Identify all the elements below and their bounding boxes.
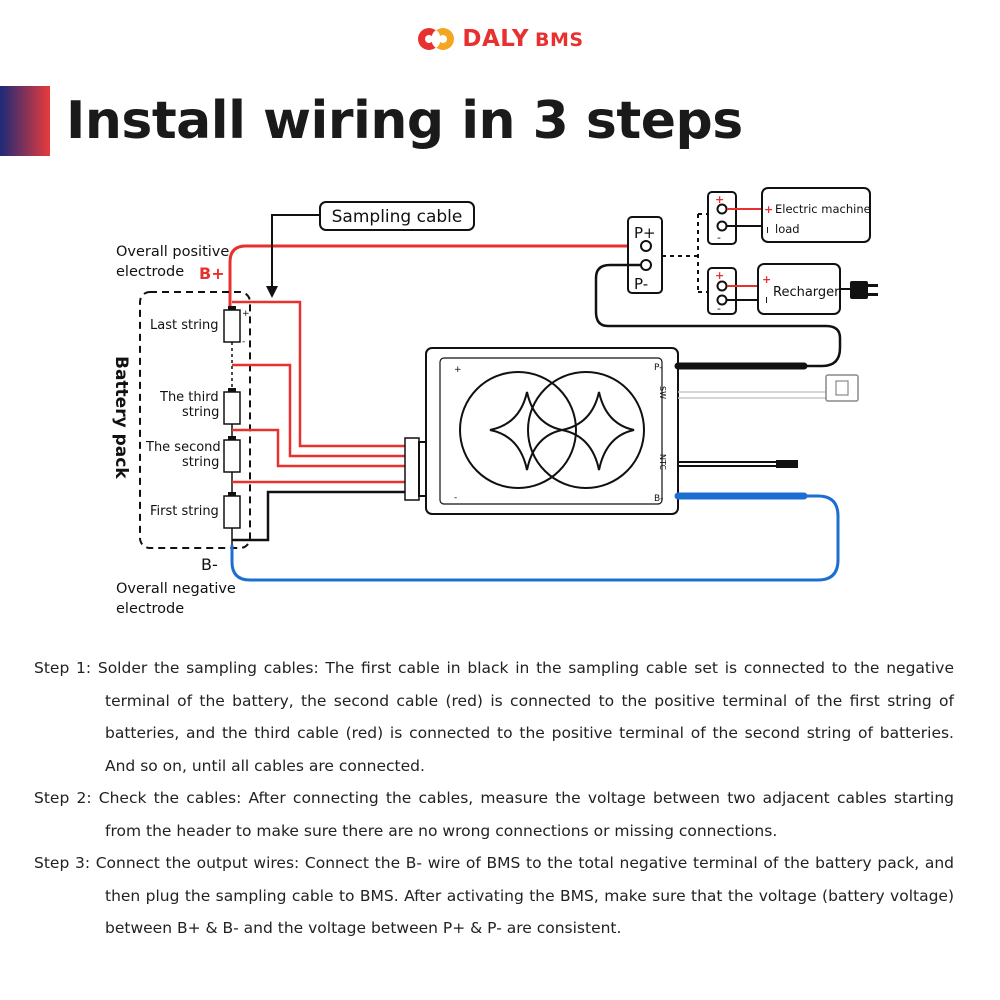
- svg-text:+: +: [764, 203, 773, 216]
- sample-wire-third: [232, 363, 405, 458]
- wiring-diagram: Sampling cable Overall positive electrod…: [111, 187, 878, 617]
- step-1: Step 1: Solder the sampling cables: The …: [34, 659, 954, 775]
- cell-minus-sign: -: [242, 337, 245, 347]
- svg-text:-: -: [717, 231, 721, 244]
- sampling-cable-box: [319, 201, 475, 231]
- svg-text:+: +: [715, 269, 724, 282]
- cell-label-last: Last string: [150, 318, 219, 333]
- cell-label-second: The second: [145, 440, 221, 455]
- board-ntc-label: NTC: [658, 454, 667, 470]
- step-2: Step 2: Check the cables: After connecti…: [34, 789, 954, 840]
- pplus-label: P+: [634, 224, 656, 242]
- cell-first: [223, 492, 241, 529]
- sampling-connector: [404, 437, 420, 501]
- bminus-wire: [230, 494, 840, 582]
- board-bminus-label: B-: [654, 494, 663, 504]
- svg-text:-: -: [454, 493, 457, 503]
- sample-wire-last: [232, 300, 405, 448]
- daly-board-logo-icon: [489, 391, 563, 471]
- positive-electrode-label-2: electrode: [116, 264, 184, 280]
- cell-label-second-2: string: [182, 455, 219, 470]
- arrow-head-icon: [266, 286, 278, 298]
- battery-pack-box: [139, 291, 251, 549]
- cell-label-third: The third: [159, 390, 219, 405]
- power-plug-icon: [840, 281, 878, 299]
- sampling-cable-label: Sampling cable: [332, 207, 463, 227]
- cell-last: [223, 306, 241, 343]
- pminus-wire: [594, 263, 842, 368]
- bplus-label: B+: [199, 264, 225, 283]
- machine-label: Electric machine: [775, 202, 871, 216]
- board-sw-label: SW: [658, 386, 667, 399]
- sample-wire-negative: [232, 490, 405, 542]
- bplus-wire: [228, 244, 636, 312]
- svg-text:-: -: [717, 302, 721, 315]
- bminus-label: B-: [201, 555, 218, 574]
- cell-label-third-2: string: [182, 405, 219, 420]
- bms-board: [425, 347, 679, 515]
- load-label: load: [775, 222, 800, 236]
- svg-text:+: +: [454, 365, 462, 375]
- steps-list: Step 1: Solder the sampling cables: The …: [34, 652, 954, 945]
- positive-electrode-label: Overall positive: [116, 244, 229, 260]
- cell-label-first: First string: [150, 504, 219, 519]
- negative-electrode-label: Overall negative: [116, 581, 236, 597]
- recharger-label: Recharger: [773, 285, 840, 300]
- page-title: Install wiring in 3 steps: [66, 91, 743, 151]
- sampling-arrow: [271, 214, 320, 290]
- electric-machine-box: [761, 187, 871, 243]
- battery-pack-label: Battery pack: [111, 356, 131, 479]
- svg-text:ı: ı: [765, 293, 768, 306]
- sample-wire-second: [232, 428, 405, 468]
- svg-text:+: +: [715, 193, 724, 206]
- pminus-label: P-: [634, 275, 648, 293]
- svg-text:+: +: [762, 273, 771, 286]
- negative-electrode-label-2: electrode: [116, 601, 184, 617]
- daly-logo-icon: [418, 28, 455, 50]
- machine-terminal: [707, 191, 737, 245]
- title-accent-bar: [0, 86, 50, 156]
- board-pminus-label: P-: [654, 363, 662, 373]
- svg-text:ı: ı: [766, 223, 769, 236]
- cell-plus-sign: +: [242, 309, 250, 319]
- step-3: Step 3: Connect the output wires: Connec…: [34, 854, 954, 937]
- cell-third: [223, 388, 241, 425]
- cell-second: [223, 436, 241, 473]
